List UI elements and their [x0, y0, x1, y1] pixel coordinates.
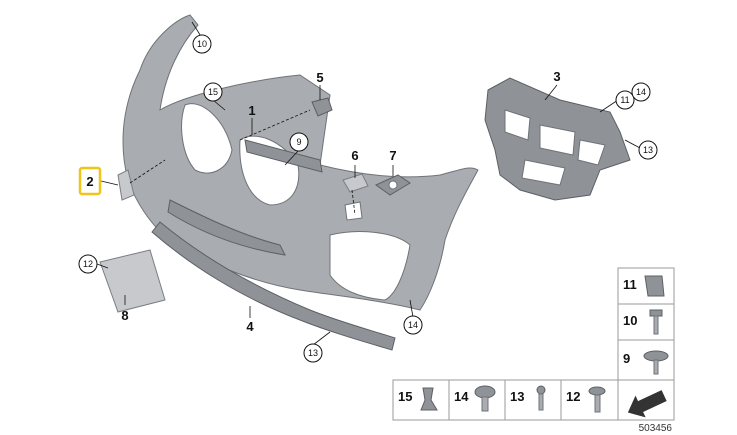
callout-10: 10 [192, 34, 212, 54]
svg-text:3: 3 [553, 69, 560, 84]
svg-text:1: 1 [248, 103, 255, 118]
svg-text:11: 11 [620, 95, 629, 105]
svg-text:5: 5 [316, 70, 323, 85]
callout-6: 6 [351, 148, 358, 163]
callout-8: 8 [121, 308, 128, 323]
callout-12: 12 [78, 254, 98, 274]
cover-6 [342, 173, 369, 193]
svg-text:11: 11 [623, 277, 637, 292]
small-bracket [117, 169, 135, 201]
clip-5 [311, 97, 333, 117]
callout-14-bottom: 14 [403, 315, 423, 335]
callout-13-bottom: 13 [303, 343, 323, 363]
svg-text:14: 14 [636, 87, 646, 97]
svg-text:10: 10 [197, 39, 207, 49]
svg-text:9: 9 [296, 137, 301, 147]
grille-bracket [244, 139, 323, 173]
callout-3: 3 [553, 69, 560, 84]
legend-cell-15: 15 [392, 379, 450, 421]
legend-cell-11: 11 [617, 267, 675, 305]
svg-text:15: 15 [208, 87, 218, 97]
callout-5: 5 [316, 70, 323, 85]
callout-7: 7 [389, 148, 396, 163]
svg-text:10: 10 [623, 313, 637, 328]
svg-text:12: 12 [83, 259, 93, 269]
legend-cell-arrow [617, 379, 675, 421]
svg-text:4: 4 [246, 319, 254, 334]
callout-2: 2 [78, 166, 102, 196]
svg-text:9: 9 [623, 351, 630, 366]
svg-text:13: 13 [643, 145, 653, 155]
legend-cell-14: 14 [448, 379, 506, 421]
callout-13-top: 13 [638, 140, 658, 160]
svg-text:2: 2 [86, 174, 93, 189]
svg-text:8: 8 [121, 308, 128, 323]
bumper-carrier [484, 77, 631, 201]
callout-4: 4 [246, 319, 254, 334]
legend-cell-9: 9 [617, 339, 675, 381]
svg-text:13: 13 [308, 348, 318, 358]
svg-text:14: 14 [454, 389, 469, 404]
callout-14-top: 14 [631, 82, 651, 102]
callout-15: 15 [203, 82, 223, 102]
svg-text:6: 6 [351, 148, 358, 163]
callout-11: 11 [615, 90, 635, 110]
legend-cell-13: 13 [504, 379, 562, 421]
svg-text:13: 13 [510, 389, 524, 404]
svg-text:7: 7 [389, 148, 396, 163]
legend-cell-12: 12 [560, 379, 619, 421]
svg-text:15: 15 [398, 389, 412, 404]
doc-number: 503456 [639, 423, 673, 434]
svg-text:14: 14 [408, 320, 418, 330]
svg-text:12: 12 [566, 389, 580, 404]
license-plate-base [99, 249, 166, 313]
legend-cell-10: 10 [617, 303, 675, 341]
callout-1: 1 [248, 103, 255, 118]
lower-spoiler [151, 221, 396, 351]
callout-9: 9 [289, 132, 309, 152]
